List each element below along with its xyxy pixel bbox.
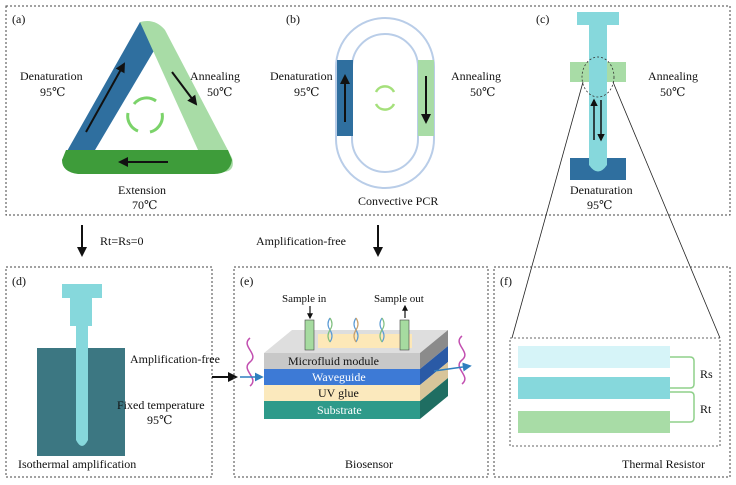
c-annealing-label: Annealing xyxy=(648,69,698,83)
e-arrow-top-label: Amplification-free xyxy=(256,234,346,248)
f-bottom-bar xyxy=(518,411,670,433)
microfluid-layer xyxy=(264,353,420,369)
light-out-arrow xyxy=(433,362,472,372)
b-caption: Convective PCR xyxy=(358,194,438,208)
substrate-side xyxy=(420,378,448,419)
panel-f: (f) Rs Rt Thermal Resistor xyxy=(500,274,721,471)
e-caption: Biosensor xyxy=(345,457,393,471)
sample-in-label: Sample in xyxy=(282,293,327,305)
panel-a-tag: (a) xyxy=(12,12,25,26)
c-tube xyxy=(589,25,607,172)
d-tube-cap xyxy=(62,284,102,298)
a-annealing-temp: 50℃ xyxy=(207,85,232,99)
waveguide-layer xyxy=(264,369,420,385)
b-denaturation-temp: 95℃ xyxy=(294,85,319,99)
annealing-band xyxy=(140,21,233,172)
d-tube-neck xyxy=(70,298,92,326)
b-denaturation-label: Denaturation xyxy=(270,69,333,83)
light-in-wave xyxy=(246,337,254,387)
a-denaturation-label: Denaturation xyxy=(20,69,83,83)
f-top-bar xyxy=(518,346,670,368)
panel-e: (e) Sample in Sample out xyxy=(240,274,472,471)
substrate-layer xyxy=(264,401,420,419)
panel-a: (a) Denaturation 95℃ Annealing 50℃ Exten… xyxy=(12,12,240,212)
a-annealing-label: Annealing xyxy=(190,69,240,83)
waveguide-side xyxy=(420,346,448,385)
panel-f-frame xyxy=(493,266,731,478)
a-extension-temp: 70℃ xyxy=(132,198,157,212)
chamber xyxy=(318,334,412,348)
panel-e-tag: (e) xyxy=(240,274,253,288)
uvglue-layer xyxy=(264,385,420,401)
uvglue-label: UV glue xyxy=(318,386,359,400)
panel-c: (c) Annealing 50℃ Denaturation 95℃ xyxy=(536,12,698,212)
uvglue-side xyxy=(420,362,448,401)
c-denaturation-temp: 95℃ xyxy=(587,198,612,212)
panel-c-tag: (c) xyxy=(536,12,549,26)
d-caption: Isothermal amplification xyxy=(18,457,136,471)
d-fixed-temp-label: Fixed temperature xyxy=(117,398,205,412)
arrow-up-left xyxy=(85,62,125,133)
cycle-icon xyxy=(126,96,164,134)
zoom-line-right xyxy=(612,81,721,339)
a-denaturation-temp: 95℃ xyxy=(40,85,65,99)
panel-d: (d) Fixed temperature 95℃ Isothermal amp… xyxy=(12,274,205,471)
top-panel-frame xyxy=(5,5,731,216)
arrow-down-right xyxy=(171,71,198,106)
dna-strands xyxy=(327,317,385,343)
d-fixed-temp-value: 95℃ xyxy=(147,413,172,427)
b-annealing-label: Annealing xyxy=(451,69,501,83)
sample-out-port xyxy=(399,319,410,351)
c-denaturation-label: Denaturation xyxy=(570,183,633,197)
sample-out-label: Sample out xyxy=(374,293,424,305)
rs-bracket xyxy=(670,356,695,389)
microfluid-side xyxy=(420,330,448,369)
rt-bracket xyxy=(670,391,695,423)
denaturation-band xyxy=(62,22,165,173)
substrate-label: Substrate xyxy=(317,403,362,417)
f-middle-bar xyxy=(518,377,670,399)
d-arrow-label: Rt=Rs=0 xyxy=(100,234,144,248)
panel-d-tag: (d) xyxy=(12,274,26,288)
microfluid-label: Microfluid module xyxy=(288,354,379,368)
f-inner-frame xyxy=(509,337,721,447)
a-extension-label: Extension xyxy=(118,183,166,197)
loop-inner xyxy=(351,33,419,173)
zoom-line-left xyxy=(511,81,584,339)
waveguide-label: Waveguide xyxy=(312,370,366,384)
panel-b-tag: (b) xyxy=(286,12,300,26)
rs-label: Rs xyxy=(700,367,713,381)
d-tube xyxy=(76,326,88,446)
e-arrow-left-label: Amplification-free xyxy=(130,352,220,366)
f-caption: Thermal Resistor xyxy=(622,457,705,471)
c-zoom-circle xyxy=(581,56,615,98)
b-annealing-temp: 50℃ xyxy=(470,85,495,99)
c-annealing-temp: 50℃ xyxy=(660,85,685,99)
light-out-wave xyxy=(458,335,466,385)
sample-in-port xyxy=(304,319,315,351)
panel-b: (b) Denaturation 95℃ Annealing 50℃ Conve… xyxy=(270,12,501,208)
panel-f-tag: (f) xyxy=(500,274,512,288)
rt-label: Rt xyxy=(700,402,712,416)
b-cycle-icon xyxy=(374,85,396,111)
c-tube-cap xyxy=(577,12,619,25)
